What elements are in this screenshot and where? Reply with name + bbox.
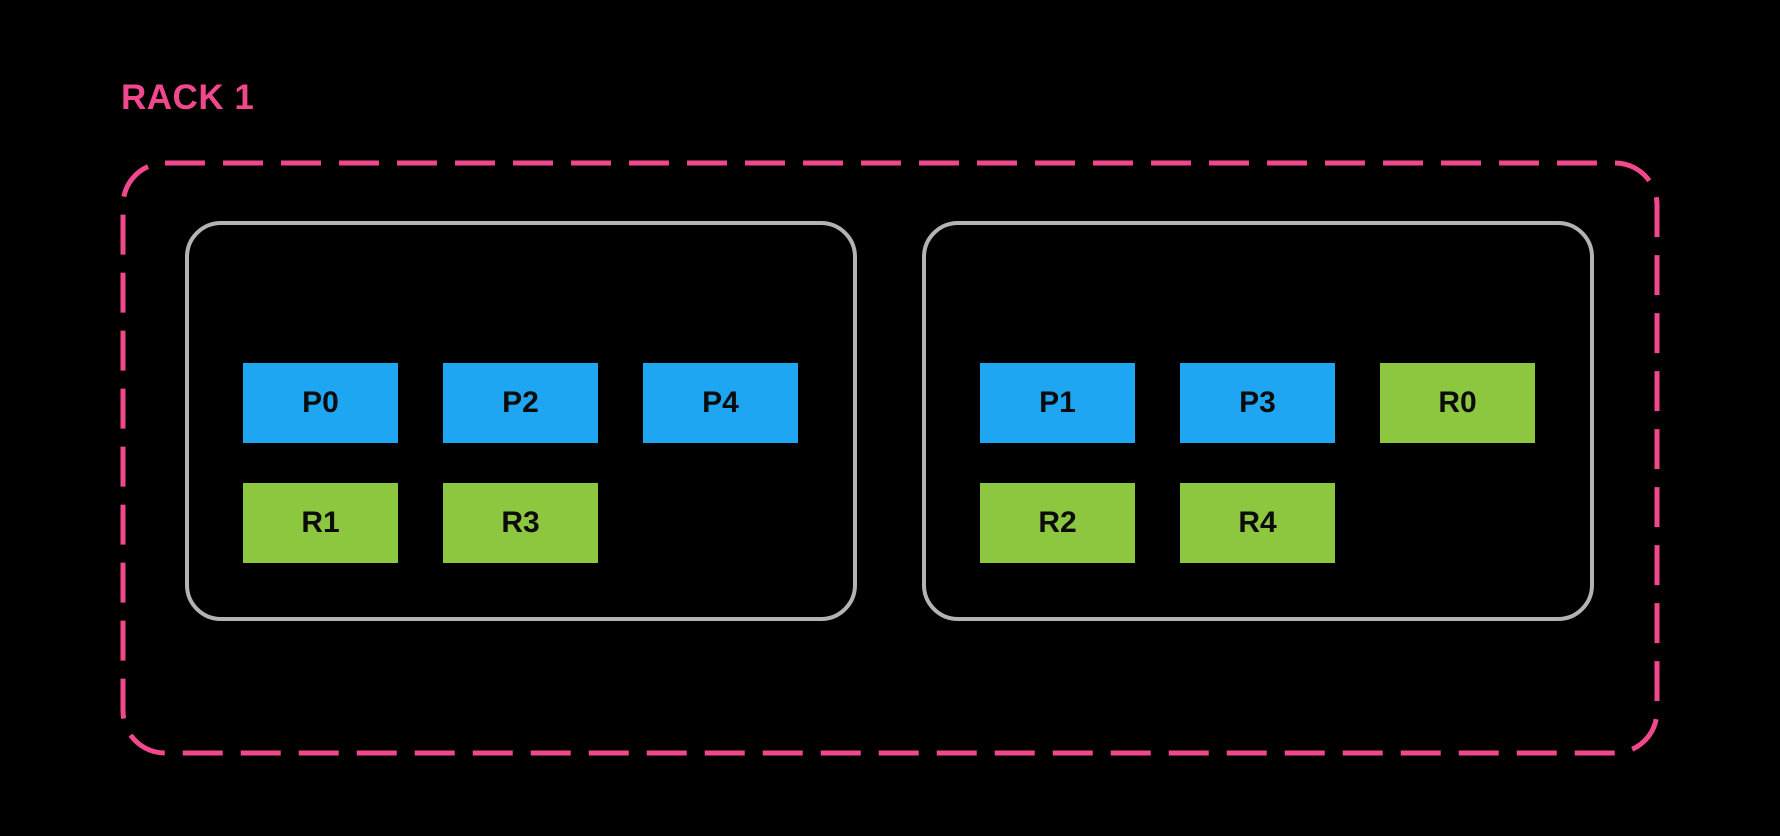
slot-r3: R3 <box>443 483 598 563</box>
slot-r2: R2 <box>980 483 1135 563</box>
slot-r4: R4 <box>1180 483 1335 563</box>
rack-title: RACK 1 <box>121 78 255 117</box>
host-box-1: P0 P2 P4 R1 R3 <box>185 221 857 621</box>
slot-p1: P1 <box>980 363 1135 443</box>
slot-p4: P4 <box>643 363 798 443</box>
slot-r1: R1 <box>243 483 398 563</box>
host-box-2: P1 P3 R0 R2 R4 <box>922 221 1594 621</box>
slot-p2: P2 <box>443 363 598 443</box>
slot-r0: R0 <box>1380 363 1535 443</box>
rack-dashed-boundary <box>120 160 1660 756</box>
slot-p0: P0 <box>243 363 398 443</box>
slot-p3: P3 <box>1180 363 1335 443</box>
